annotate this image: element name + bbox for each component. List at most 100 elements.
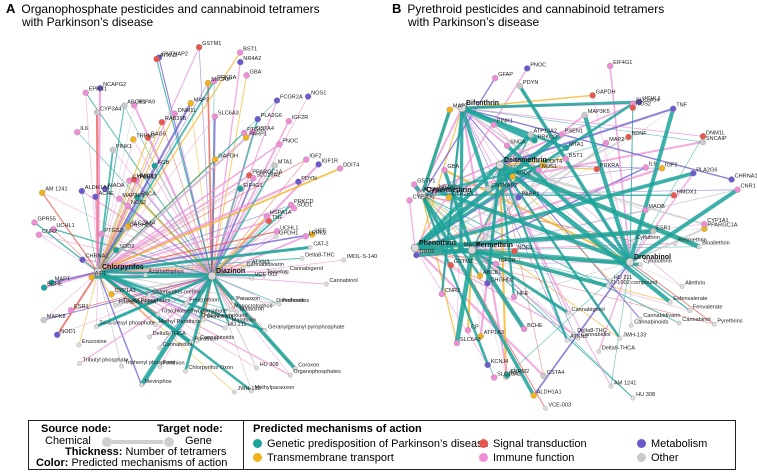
network-edge	[211, 204, 292, 277]
gene-label: PPARGC1A	[707, 223, 737, 229]
network-edge	[414, 136, 630, 249]
chemical-label: Profenofos	[282, 298, 309, 304]
gene-label: PARK7	[140, 175, 158, 181]
network-edge	[53, 228, 213, 277]
network-edge	[97, 204, 292, 273]
legend-mechanism-item: Other	[637, 452, 679, 464]
gene-node	[78, 187, 85, 195]
gene-node	[54, 331, 61, 338]
network-edge	[211, 81, 215, 277]
gene-node	[531, 137, 538, 144]
network-edge	[111, 275, 213, 295]
chemical-label: Cyfluthrin	[636, 235, 660, 241]
gene-node	[336, 165, 344, 172]
gene-label: FCGR2A	[280, 95, 303, 101]
network-edge	[96, 88, 102, 273]
chemical-node	[143, 272, 148, 278]
gene-node	[699, 133, 707, 140]
gene-label: CYP2E1	[132, 175, 153, 181]
gene-label: UCHL1	[56, 223, 74, 229]
legend-thickness: Thickness: Number of tetramers	[65, 446, 227, 458]
network-edge	[471, 248, 570, 315]
gene-node	[35, 231, 43, 238]
chemical-node	[189, 339, 194, 345]
network-edge	[440, 107, 464, 295]
gene-label: MAOB	[648, 204, 665, 210]
gene-label: PARP1	[522, 191, 540, 197]
gene-node	[503, 142, 511, 149]
gene-node	[701, 220, 708, 228]
hub-chemical-label: Permethrin	[476, 242, 513, 249]
gene-node	[121, 102, 128, 109]
gene-node	[109, 146, 117, 154]
chemical-label: Cannabidivarin	[643, 313, 680, 319]
network-edge	[471, 249, 634, 399]
chemical-label: Mevinphos	[145, 379, 172, 385]
gene-label: PRKCD	[538, 134, 558, 140]
gene-label: SOD1	[297, 202, 312, 208]
gene-label: CNTNAP2	[491, 183, 517, 189]
chemical-label: JWH-133	[623, 332, 646, 338]
network-edge	[97, 137, 247, 273]
chemical-label: VCE-003	[255, 272, 278, 278]
gene-label: HFE	[517, 291, 528, 297]
chemical-node	[232, 389, 237, 395]
chemical-label: CAT-2	[313, 241, 328, 247]
chemical-label: Azamethiphos	[148, 269, 184, 275]
chemical-label: Tri-o-cresyl phosphate	[99, 321, 154, 327]
hub-chemical-node	[467, 245, 477, 255]
network-edge	[414, 171, 694, 250]
gene-label: MAPT	[55, 277, 71, 283]
network-edge	[461, 107, 612, 387]
network-edge	[211, 61, 241, 277]
gene-label: TRPM2	[510, 369, 529, 375]
network-edge	[499, 164, 597, 170]
network-edge	[51, 271, 99, 284]
gene-node	[79, 256, 86, 263]
chemical-node	[273, 234, 279, 239]
gene-label: IGF2R	[292, 115, 308, 121]
gene-node	[441, 166, 448, 174]
gene-node	[101, 185, 109, 193]
gene-label: SOD2	[119, 244, 134, 250]
network-edge	[97, 100, 278, 273]
gene-node	[236, 49, 244, 56]
chemical-node	[93, 324, 99, 329]
network-edge	[43, 271, 99, 321]
gene-label: GAPDH	[218, 153, 238, 159]
gene-label: PPARGC1A	[252, 169, 282, 175]
gene-label: CNR2	[445, 288, 460, 294]
mechanism-label: Genetic predisposition of Parkinson’s di…	[267, 438, 489, 450]
network-edge	[149, 275, 213, 338]
gene-node	[131, 102, 138, 109]
chemical-node	[249, 388, 254, 394]
network-edge	[461, 107, 704, 137]
gene-label: SLC6A3	[460, 337, 481, 343]
gene-label: ATP1A3	[484, 330, 504, 336]
gene-label: BCHE	[527, 323, 543, 329]
mechanism-color-dot	[479, 439, 488, 448]
hub-chemical-label: Diazinon	[216, 268, 245, 275]
gene-label: TNF	[272, 215, 283, 221]
chemical-node	[630, 395, 636, 401]
network-edge	[79, 275, 213, 364]
chemical-node	[287, 372, 293, 378]
chemical-label: Erucosine	[82, 339, 107, 345]
network-edge	[97, 271, 143, 386]
gene-node	[31, 219, 38, 226]
network-edge	[461, 107, 703, 143]
chemical-label: Coroxon	[298, 363, 319, 369]
chemical-node	[564, 337, 570, 343]
network-edge	[97, 271, 237, 313]
gene-label: PNOC	[282, 138, 298, 144]
gene-node	[92, 193, 99, 200]
gene-label: NOD1	[60, 329, 76, 335]
network-edge	[97, 233, 313, 273]
chemical-node	[157, 345, 162, 351]
network-edge	[97, 270, 264, 277]
hub-chemical-node	[207, 271, 217, 281]
chemical-label: Malaoxon	[240, 306, 264, 312]
gene-node	[242, 134, 250, 141]
